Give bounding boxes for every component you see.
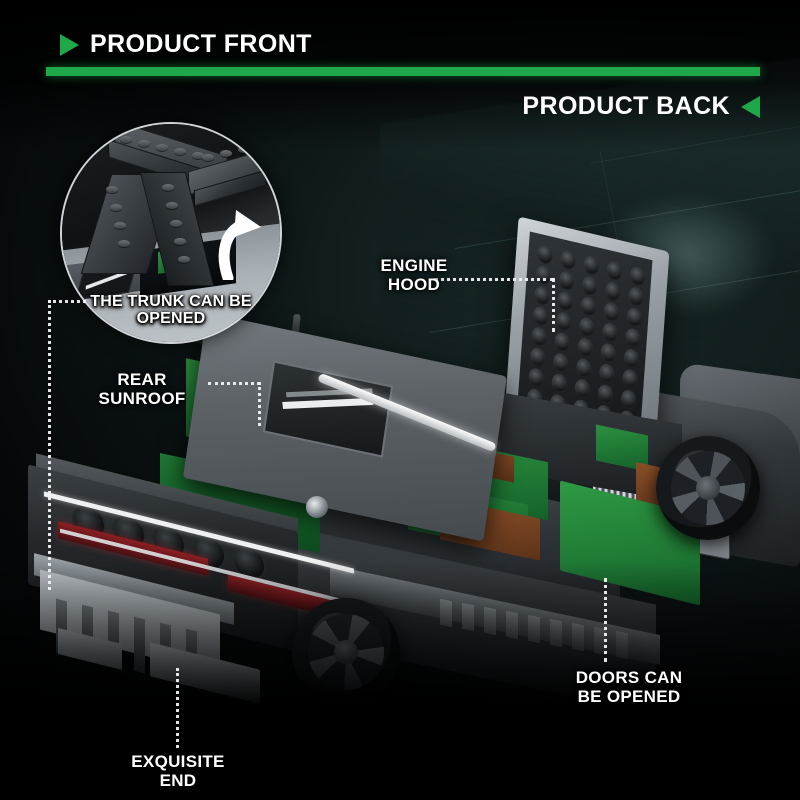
hood-dimple — [529, 346, 546, 369]
hood-dimple — [606, 259, 623, 282]
brick-stud — [138, 140, 150, 147]
hood-dimple — [581, 274, 599, 297]
hood-dimple — [530, 325, 548, 348]
hood-dimple — [601, 321, 619, 344]
brick-stud — [120, 136, 132, 143]
brick-stud — [238, 146, 250, 153]
hood-dimple — [621, 367, 639, 390]
brick-stud — [114, 222, 126, 229]
callout-exquisite-end: EXQUISITE END — [131, 752, 225, 791]
bottom-vignette — [0, 560, 800, 800]
product-front-header: PRODUCT FRONT — [60, 30, 312, 59]
hood-dimple — [554, 331, 571, 354]
brick-stud — [192, 152, 204, 159]
leader-line-sunroof — [258, 382, 261, 426]
front-wheel-hub — [696, 476, 720, 500]
brick-stud — [106, 186, 118, 193]
hood-dimple — [580, 295, 597, 318]
hood-dimple — [558, 269, 575, 292]
hood-dimple — [577, 336, 594, 359]
hood-dimple — [583, 254, 600, 277]
brick-stud — [110, 204, 122, 211]
hood-dimple — [557, 289, 574, 313]
leader-line-trunk — [48, 300, 51, 590]
hood-dimple — [600, 341, 617, 365]
callout-rear-sunroof: REAR SUNROOF — [98, 370, 186, 409]
hood-dimple — [533, 284, 551, 307]
brick-stud — [256, 142, 268, 149]
hood-dimple — [535, 263, 552, 287]
product-front-label: PRODUCT FRONT — [90, 30, 312, 58]
callout-engine-hood: ENGINE HOOD — [380, 256, 448, 295]
brick-stud — [118, 240, 130, 247]
brick-stud — [166, 202, 178, 209]
hood-dimple — [574, 377, 591, 400]
hood-dimple — [559, 248, 577, 271]
triangle-right-icon — [60, 33, 79, 56]
hood-dimple — [575, 357, 593, 380]
brick-stud — [170, 220, 182, 227]
hood-dimple — [536, 243, 554, 266]
hood-dimple — [620, 388, 637, 411]
hood-dimple — [626, 306, 643, 329]
brick-stud — [202, 154, 214, 161]
leader-line-doors — [604, 578, 607, 662]
hood-dimple — [629, 265, 646, 288]
hood-dimple — [555, 310, 572, 333]
brick-stud — [220, 150, 232, 157]
header-divider-bar — [46, 67, 760, 76]
hood-dimple — [552, 351, 570, 374]
product-back-label: PRODUCT BACK — [522, 92, 730, 120]
trunk-detail-inset: THE TRUNK CAN BE OPENED — [62, 124, 280, 342]
brick-stud — [174, 238, 186, 245]
brick-stud — [178, 256, 190, 263]
hood-dimple — [604, 280, 622, 303]
hood-dimple — [551, 372, 568, 395]
leader-line-end — [176, 668, 179, 748]
callout-doors: DOORS CAN BE OPENED — [575, 668, 683, 707]
hood-dimple — [528, 366, 545, 389]
leader-line-engine-hood — [552, 278, 555, 332]
hood-dimple — [598, 362, 616, 385]
product-back-header: PRODUCT BACK — [522, 92, 760, 121]
hood-dimple — [624, 326, 642, 349]
leader-line-sunroof — [208, 382, 260, 385]
brick-stud — [174, 148, 186, 155]
hood-dimple — [623, 347, 640, 370]
leader-line-trunk — [48, 300, 86, 303]
curved-up-arrow-icon — [218, 210, 261, 280]
sunroof-hinge — [306, 496, 328, 518]
brick-stud — [156, 144, 168, 151]
triangle-left-icon — [741, 95, 760, 118]
front-wheel — [656, 436, 760, 540]
leader-line-engine-hood — [434, 278, 554, 281]
hood-dimple — [603, 300, 620, 323]
hood-dimple — [578, 315, 596, 339]
hood-dimple — [627, 285, 645, 308]
inset-caption: THE TRUNK CAN BE OPENED — [90, 292, 252, 328]
hood-dimple — [597, 382, 614, 406]
hood-dimple — [532, 305, 549, 328]
brick-stud — [162, 184, 174, 191]
